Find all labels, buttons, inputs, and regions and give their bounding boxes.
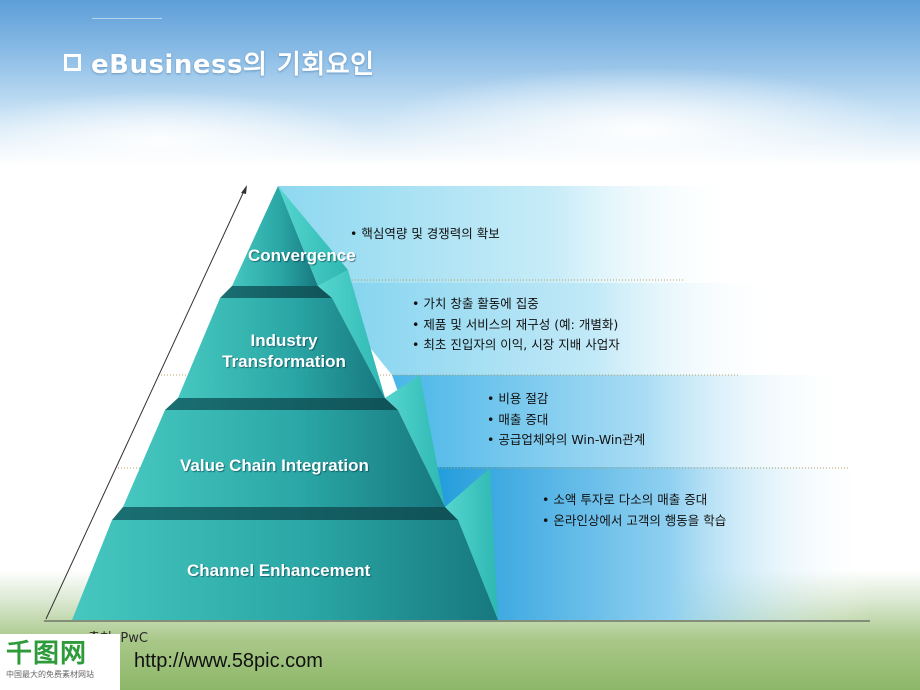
level-industry-front [178,298,385,398]
watermark-tagline: 中国最大的免费素材网站 [6,670,94,679]
list-item: 매출 증대 [487,410,645,431]
watermark-logo: 千图网 中国最大的免费素材网站 [0,634,120,690]
list-item: 핵심역량 및 경쟁력의 확보 [350,224,499,245]
list-item: 소액 투자로 다소의 매출 증대 [542,490,726,511]
band-convergence [278,186,740,283]
band-channel [425,467,870,620]
level-convergence-front [232,186,318,286]
growth-arrow [45,185,247,620]
level-channel-side [445,468,498,620]
slide-title: eBusiness의 기회요인 [64,44,375,81]
level-convergence-label: Convergence [248,246,356,265]
list-item: 온라인상에서 고객의 행동을 학습 [542,511,726,532]
level-industry-ledge [220,286,332,298]
checkbox-bullet-icon [64,54,81,71]
list-item: 비용 절감 [487,389,645,410]
list-item: 제품 및 서비스의 재구성 (예: 개별화) [412,315,620,336]
level-value-chain-side [385,375,445,507]
header-rule [92,18,162,19]
convergence-bullets: 핵심역량 및 경쟁력의 확보 [350,224,499,245]
list-item: 가치 창출 활동에 집중 [412,294,620,315]
slide-title-text: eBusiness의 기회요인 [91,50,375,80]
list-item: 최초 진입자의 이익, 시장 지배 사업자 [412,335,619,356]
level-industry-side [318,270,385,398]
level-convergence-side [278,186,348,286]
watermark-url[interactable]: http://www.58pic.com [134,650,323,672]
list-item: 공급업체와의 Win-Win관계 [487,430,645,451]
channel-bullets: 소액 투자로 다소의 매출 증대 온라인상에서 고객의 행동을 학습 [542,490,726,531]
industry-bullets: 가치 창출 활동에 집중 제품 및 서비스의 재구성 (예: 개별화) 최초 진… [412,294,620,356]
level-industry-label-line2: Transformation [222,352,346,371]
level-channel-label: Channel Enhancement [187,561,371,580]
value-chain-bullets: 비용 절감 매출 증대 공급업체와의 Win-Win관계 [487,389,645,451]
watermark-logo-text: 千图网 [6,639,88,669]
level-value-chain-ledge [165,398,398,410]
level-value-chain-front [123,410,445,507]
level-value-chain-label: Value Chain Integration [180,456,369,475]
level-channel-ledge [112,507,458,520]
level-channel-front [72,520,498,620]
level-industry-label-line1: Industry [250,331,318,350]
level-industry-label: Industry Transformation [210,330,358,372]
